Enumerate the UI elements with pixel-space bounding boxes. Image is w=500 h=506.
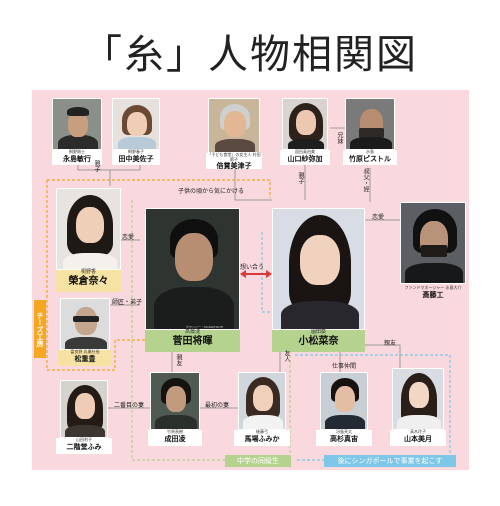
relation-cares: 子供の頃から気にかける [178,188,245,195]
caption-tanaka: 桐野春子田中美佐子 [112,149,160,165]
relation-mutual-love: 想い合う [240,264,265,271]
caption-takasugi: 冴島亮太高杉真宙 [316,429,372,446]
photo-takasugi [320,372,368,430]
relation-friend: 友人 [283,350,290,362]
photo-narita [150,372,200,430]
photo-credit: ©ヤンソー・ToshikiTOUTI [186,325,224,329]
caption-yamaguchi: 園田真由美山口紗弥加 [280,149,330,165]
relation-romance-right: 恋愛 [372,214,385,221]
relation-second-wife: 二番目の妻 [114,402,145,409]
caption-saito: ファンドマネージャー 水島大介斎藤工 [404,285,462,299]
relation-best-friend-left: 親友 [175,354,182,366]
classmates-label: 中学の同級生 [225,455,291,467]
relation-romance-left: 恋愛 [122,234,135,241]
caption-takehara: 水島竹原ピストル [343,149,397,165]
relation-siblings: 兄妹 [336,132,343,144]
relation-master: 師匠・弟子 [112,299,143,306]
photo-komatsu [272,208,365,330]
caption-komatsu: 園田葵小松菜奈 [272,329,365,352]
photo-suda: ©ヤンソー・ToshikiTOUTI [145,208,240,330]
relation-newest-wife: 最初の妻 [205,402,230,409]
caption-matsushige: 富良野 乳業社長松重豊 [58,349,112,366]
photo-matsushige [60,298,110,350]
photo-baba [238,372,286,430]
photo-saito [400,202,466,284]
caption-narita: 竹原直樹成田凌 [148,429,202,446]
caption-baisho: 「子ども食堂」の女主人 村田節子倍賞美津子 [206,152,262,171]
cheese-workshop-label: チーズ工房 [34,300,46,358]
relation-parent-left: 親子 [93,160,100,172]
caption-suda: 高橋漣菅田将暉 [145,329,240,352]
photo-takehara [345,98,395,150]
page-title: 「糸」人物相関図 [82,32,418,78]
photo-tanaka [112,98,160,150]
photo-nagashima [52,98,102,150]
photo-baisho [208,98,260,153]
caption-nikaido: 山田利子二階堂ふみ [56,437,112,454]
caption-yamamoto: 高木玲子山本美月 [390,429,446,446]
photo-yamamoto [392,368,444,430]
relation-coworker: 仕事仲間 [332,363,357,370]
photo-yamaguchi [282,98,328,150]
photo-eikura [56,188,121,270]
relation-uncle: 叔父・姪 [362,168,369,192]
caption-baba: 後藤弓馬場ふみか [234,429,290,446]
relation-parent-center: 親子 [297,172,304,184]
photo-nikaido [60,380,108,438]
caption-nagashima: 桐野剛士永島敏行 [52,149,102,165]
caption-eikura: 桐野香榮倉奈々 [56,269,121,292]
singapore-label: 後にシンガポールで事業を起こす [324,455,456,467]
relation-best-friend-right: 親友 [384,340,397,347]
